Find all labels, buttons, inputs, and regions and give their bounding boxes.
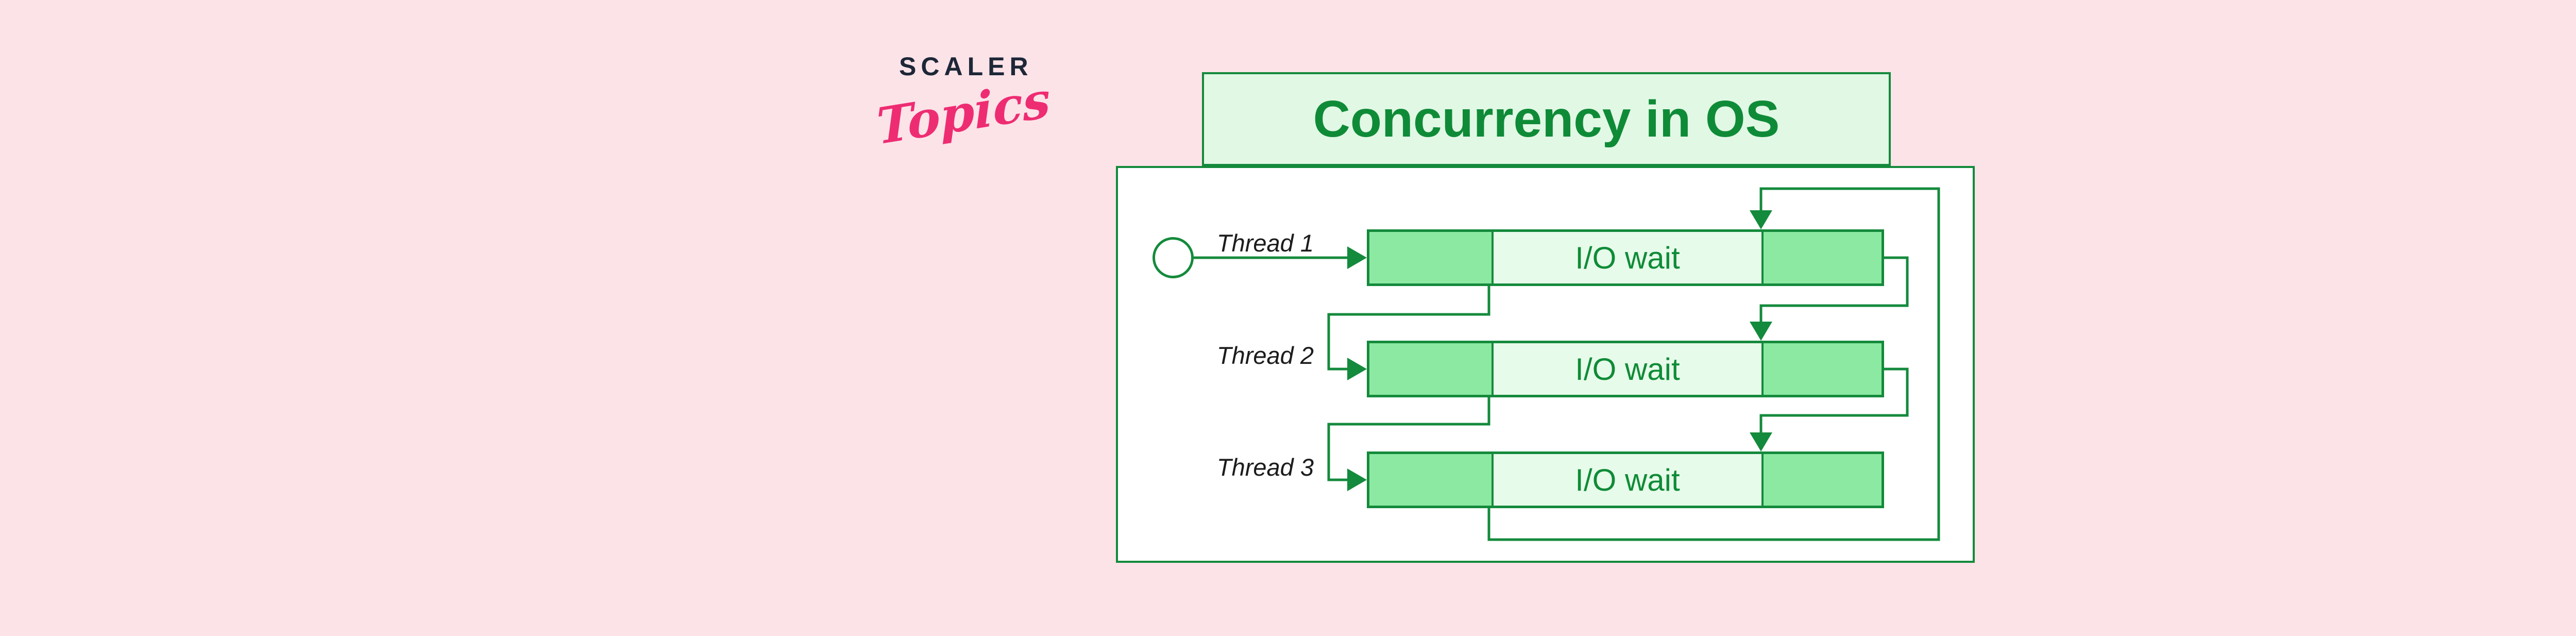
- thread-3-bar: I/O wait: [1367, 451, 1884, 508]
- page-title: Concurrency in OS: [1313, 90, 1780, 148]
- thread-3-run-segment-1: [1369, 454, 1492, 506]
- thread-1-label: Thread 1: [1216, 229, 1314, 257]
- thread-2-bar: I/O wait: [1367, 341, 1884, 397]
- thread-2-label: Thread 2: [1216, 342, 1314, 369]
- io-wait-label: I/O wait: [1575, 352, 1680, 387]
- thread-1-run-segment-2: [1764, 232, 1882, 283]
- start-circle-icon: [1153, 237, 1194, 278]
- thread-3-io-wait-segment: I/O wait: [1492, 454, 1764, 506]
- thread-2-io-wait-segment: I/O wait: [1492, 343, 1764, 395]
- logo-brand-text: SCALER: [899, 52, 1033, 81]
- scaler-topics-logo: SCALER Topics: [871, 49, 1052, 163]
- thread-2-run-segment-1: [1369, 343, 1492, 395]
- thread-3-label: Thread 3: [1216, 454, 1314, 481]
- thread-3-run-segment-2: [1764, 454, 1882, 506]
- thread-1-bar: I/O wait: [1367, 229, 1884, 286]
- io-wait-label: I/O wait: [1575, 240, 1680, 275]
- thread-1-io-wait-segment: I/O wait: [1492, 232, 1764, 283]
- thread-2-run-segment-2: [1764, 343, 1882, 395]
- logo-wordmark-text: Topics: [875, 70, 1052, 156]
- title-box: Concurrency in OS: [1202, 72, 1891, 166]
- thread-1-run-segment-1: [1369, 232, 1492, 283]
- io-wait-label: I/O wait: [1575, 462, 1680, 497]
